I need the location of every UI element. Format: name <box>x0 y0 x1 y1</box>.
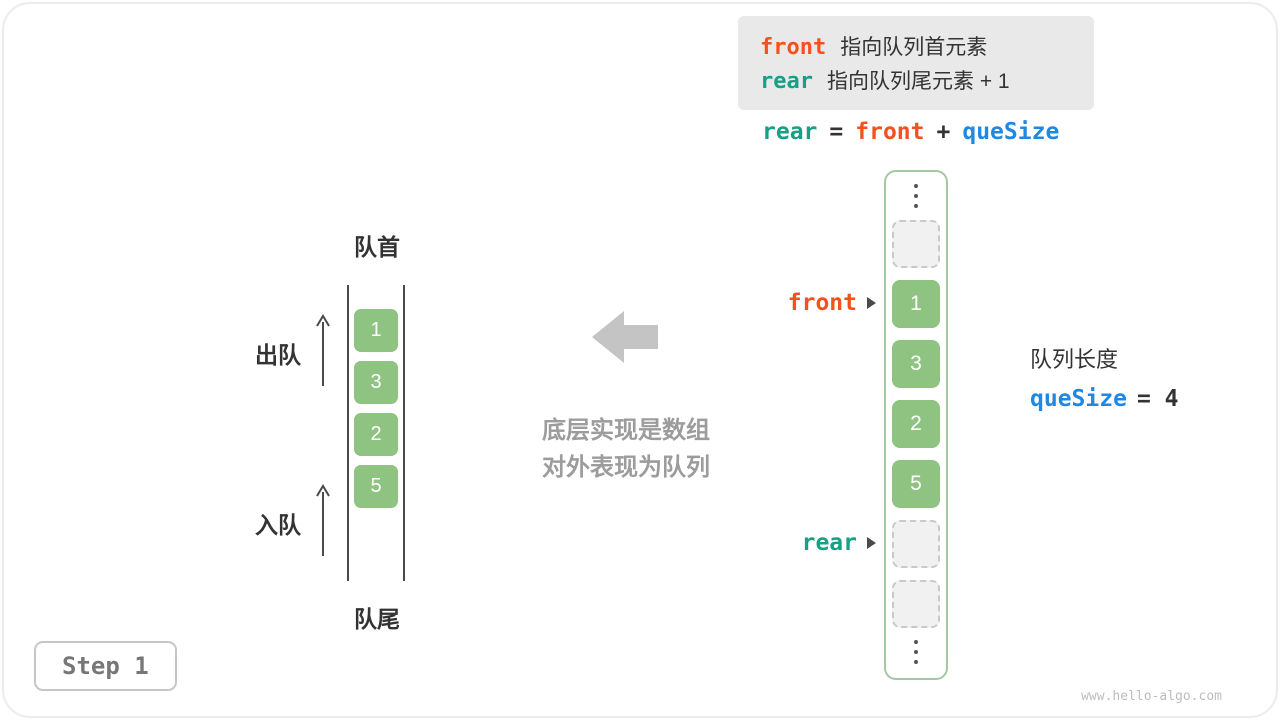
array-cell: 5 <box>892 460 940 508</box>
array-cell: 3 <box>892 340 940 388</box>
array-cell-empty <box>892 520 940 568</box>
caption-line-1: 底层实现是数组 <box>542 417 710 444</box>
array-cell: 2 <box>892 400 940 448</box>
queue-container: 1 3 2 5 <box>347 285 405 581</box>
queue-length-note: 队列长度 queSize = 4 <box>1030 342 1178 412</box>
pointer-legend: front 指向队列首元素 rear 指向队列尾元素 + 1 <box>738 16 1094 110</box>
enqueue-arrow-icon <box>316 484 330 556</box>
caption-line-2: 对外表现为队列 <box>542 454 710 481</box>
implementation-caption: 底层实现是数组 对外表现为队列 <box>514 412 738 486</box>
rear-pointer: rear <box>802 530 876 556</box>
front-pointer: front <box>788 290 876 316</box>
array-cell: 1 <box>892 280 940 328</box>
rear-variable: rear <box>760 69 813 94</box>
rear-formula: rear = front + queSize <box>762 119 1059 145</box>
step-badge: Step 1 <box>34 641 177 691</box>
rear-description: 指向队列尾元素 + 1 <box>826 70 1010 93</box>
queue-head-label: 队首 <box>354 234 400 260</box>
rear-pointer-label: rear <box>801 530 857 556</box>
quesize-value-line: queSize = 4 <box>1030 386 1178 412</box>
left-arrow-icon <box>592 311 658 363</box>
queue-cell: 3 <box>354 361 398 404</box>
queue-length-title: 队列长度 <box>1030 347 1119 372</box>
formula-quesize: queSize <box>962 119 1060 145</box>
quesize-value: = 4 <box>1136 386 1179 412</box>
front-description: 指向队列首元素 <box>840 36 988 59</box>
front-pointer-label: front <box>787 290 857 316</box>
ellipsis-bottom-icon <box>914 640 918 664</box>
queue-tail-label: 队尾 <box>354 606 400 632</box>
formula-front: front <box>855 119 925 145</box>
dequeue-label: 出队 <box>255 342 301 368</box>
queue-cell: 5 <box>354 465 398 508</box>
legend-rear-row: rear 指向队列尾元素 + 1 <box>760 65 1072 95</box>
array-cell-empty <box>892 580 940 628</box>
ellipsis-top-icon <box>914 184 918 208</box>
queue-cell: 1 <box>354 309 398 352</box>
formula-equals: = <box>829 119 844 145</box>
legend-front-row: front 指向队列首元素 <box>760 31 1072 61</box>
quesize-variable: queSize <box>1030 386 1127 412</box>
formula-plus: + <box>936 119 951 145</box>
rear-pointer-arrow-icon <box>867 537 876 549</box>
array-container: 1 3 2 5 <box>884 170 948 680</box>
enqueue-label: 入队 <box>255 512 301 538</box>
front-pointer-arrow-icon <box>867 297 876 309</box>
formula-rear: rear <box>762 119 818 145</box>
front-variable: front <box>760 35 827 60</box>
dequeue-arrow-icon <box>316 314 330 386</box>
array-cell-empty <box>892 220 940 268</box>
watermark: www.hello-algo.com <box>1081 689 1222 704</box>
queue-cell: 2 <box>354 413 398 456</box>
